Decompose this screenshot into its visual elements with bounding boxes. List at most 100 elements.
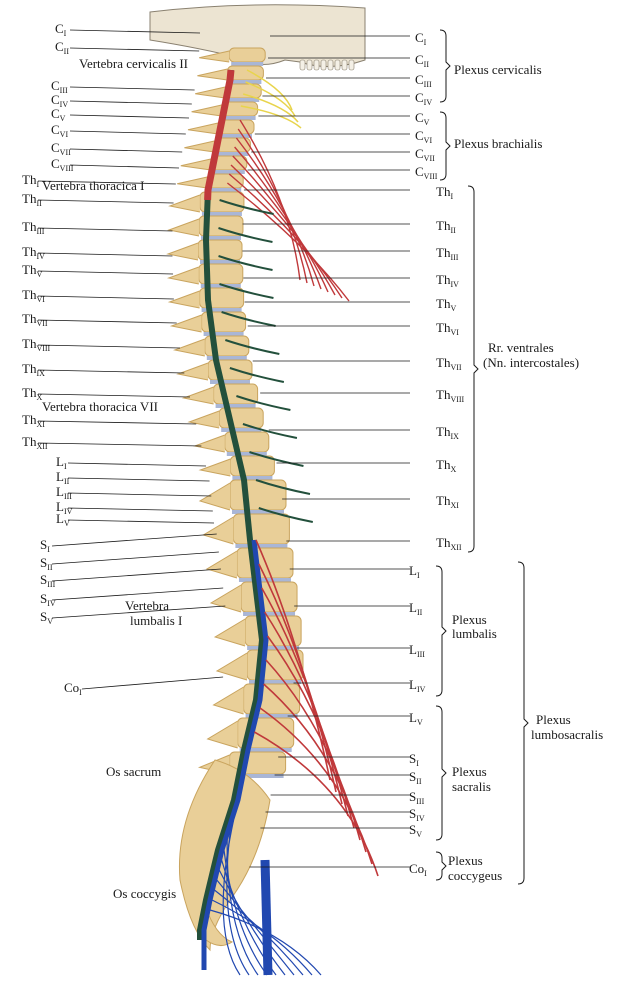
plexus-coccygeus-label-1: Plexus <box>448 853 483 868</box>
intervertebral-disc <box>249 680 301 684</box>
plexus-cervicalis-brace <box>439 29 451 103</box>
left-leader-line <box>37 442 202 447</box>
left-leader-line <box>67 519 215 524</box>
right-label-c5: CV <box>415 110 430 127</box>
intervertebral-disc <box>201 212 242 216</box>
spinous-process <box>215 652 248 681</box>
left-leader-line <box>37 252 173 257</box>
left-label-s3: SIII <box>40 572 56 589</box>
intervertebral-disc <box>231 62 264 66</box>
plexus-sacralis-label-1: Plexus <box>452 764 487 779</box>
right-label-s4: SIV <box>409 806 425 823</box>
spinous-process <box>192 434 225 453</box>
left-leader-line <box>51 605 226 619</box>
left-label-s4: SIV <box>40 591 56 608</box>
intercostal-nerve <box>242 423 298 439</box>
vertebra-lumbalis-label-1: Vertebra <box>125 598 169 613</box>
left-label-c3: CIII <box>51 78 68 95</box>
right-label-th3: ThIII <box>436 245 459 262</box>
coccygeal-nerve <box>221 859 277 976</box>
right-label-th5: ThV <box>436 296 456 313</box>
lumbar-nerve <box>258 563 337 793</box>
intervertebral-disc <box>235 544 288 548</box>
tooth-shape <box>348 59 355 71</box>
spinous-process <box>166 266 199 285</box>
spinous-process <box>184 140 215 153</box>
left-label-th6: ThVI <box>22 287 45 304</box>
spinous-process <box>209 584 242 613</box>
left-label-th1: ThI <box>22 172 39 189</box>
spinous-process <box>213 618 246 647</box>
lumbar-nerve <box>255 539 331 781</box>
tooth-shape <box>313 59 320 71</box>
lumbar-nerve <box>266 635 355 829</box>
cervical-plexus-nerve <box>240 105 302 129</box>
intercostal-nerve <box>218 227 273 243</box>
lumbar-nerve <box>253 731 379 877</box>
intervertebral-disc <box>247 646 300 650</box>
brachial-plexus-nerve <box>237 128 308 284</box>
plexus-coccygeus-brace <box>435 851 447 881</box>
intervertebral-disc <box>216 152 249 156</box>
intervertebral-disc <box>215 404 256 408</box>
spinous-process <box>198 482 231 511</box>
brachial-plexus-nerve <box>234 146 322 290</box>
intercostal-nerve <box>255 479 311 495</box>
vertebra-thoracica-7-label: Vertebra thoracica VII <box>42 399 158 414</box>
plexus-labels: Plexus cervicalis Plexus brachialis Rr. … <box>448 62 603 883</box>
rr-ventrales-label-1: Rr. ventrales <box>488 340 554 355</box>
coccygeal-nerve <box>214 889 304 976</box>
vertebral-body <box>232 513 290 545</box>
right-label-s5: SV <box>409 822 422 839</box>
intervertebral-disc <box>212 170 245 174</box>
plexus-brackets <box>435 29 529 885</box>
intervertebral-disc <box>232 510 284 514</box>
spinous-process <box>195 86 226 99</box>
left-leader-line <box>37 199 174 204</box>
left-leader-line <box>69 29 201 34</box>
tooth-shape <box>299 59 306 71</box>
left-leader-line <box>69 100 192 105</box>
right-label-s2: SII <box>409 769 422 786</box>
left-label-th11: ThXI <box>22 412 45 429</box>
spinous-process <box>212 686 244 715</box>
left-leader-line <box>69 130 186 135</box>
cervical-plexus-nerve <box>242 93 299 123</box>
rr-ventrales-brace <box>467 185 479 553</box>
spinous-process <box>167 218 200 237</box>
right-label-th2: ThII <box>436 218 456 235</box>
spinal-cord <box>197 69 266 940</box>
left-leader-line <box>67 477 210 482</box>
right-label-c3: CIII <box>415 72 432 89</box>
right-label-th10: ThX <box>436 457 456 474</box>
cervical-cord <box>204 69 235 201</box>
right-label-th9: ThIX <box>436 424 459 441</box>
os-coccygis-label: Os coccygis <box>113 886 176 901</box>
spinous-process <box>205 550 238 579</box>
plexus-lumbosacralis-brace <box>517 561 529 885</box>
vertebral-body <box>228 47 266 63</box>
right-label-l5: LV <box>409 710 423 727</box>
spinous-process <box>198 458 231 477</box>
right-label-c2: CII <box>415 52 429 69</box>
right-label-c7: CVII <box>415 146 435 163</box>
leader-lines <box>37 29 410 868</box>
cervical-plexus-nerve <box>246 69 293 111</box>
intervertebral-disc <box>226 452 267 456</box>
intervertebral-disc <box>200 236 241 240</box>
intercostal-nerve <box>236 395 291 411</box>
intercostal-nerve <box>221 311 276 327</box>
plexus-brachialis-label: Plexus brachialis <box>454 136 542 151</box>
rr-ventrales-label-2: (Nn. intercostales) <box>483 355 579 370</box>
intervertebral-disc <box>229 80 262 84</box>
right-label-l4: LIV <box>409 677 426 694</box>
right-label-co1: CoI <box>409 861 427 878</box>
tooth-shape <box>320 59 327 71</box>
plexus-lumbosacralis-label-2: lumbosacralis <box>531 727 603 742</box>
vertebra-lumbalis-label-2: lumbalis I <box>130 613 182 628</box>
left-leader-line <box>37 393 190 398</box>
left-label-c7: CVII <box>51 140 71 157</box>
intercostal-nerve <box>258 507 313 523</box>
spinous-process <box>169 314 202 333</box>
left-leader-line <box>37 369 185 374</box>
